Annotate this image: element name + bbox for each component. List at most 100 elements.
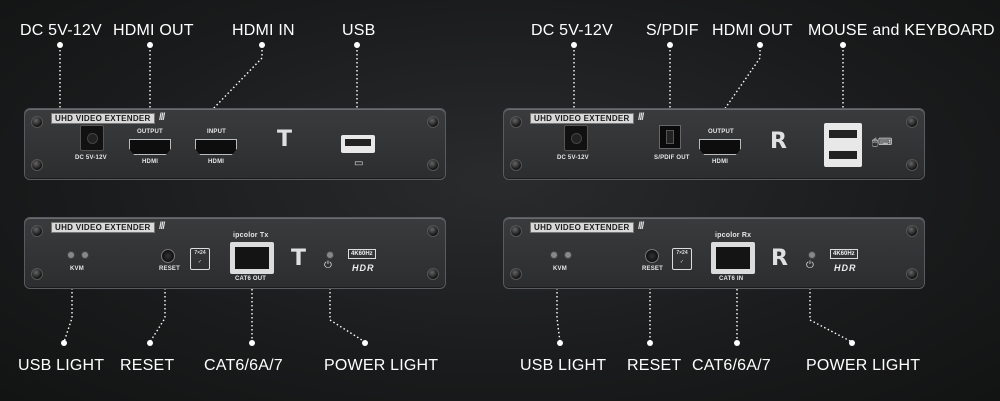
callout-hdmi-in: HDMI IN [232, 22, 295, 39]
usb-dual-port [824, 123, 862, 167]
kvm-led-1 [550, 251, 558, 259]
callout-cat: CAT6/6A/7 [692, 357, 771, 374]
reset-label: RESET [159, 266, 181, 272]
power-icon: ⏻ [806, 260, 814, 271]
kvm-led-2 [81, 251, 89, 259]
reset-button [161, 249, 175, 263]
leader-dot [259, 42, 265, 48]
leader-dot [362, 340, 368, 346]
hdmi-output-sublabel: HDMI [142, 159, 159, 165]
tx-back-panel: UHD VIDEO EXTENDER /// KVM RESET 7×24✓ i… [24, 217, 446, 289]
kvm-led-1 [67, 251, 75, 259]
rx-front-panel: UHD VIDEO EXTENDER /// DC 5V-12V S/PDIF … [503, 108, 925, 180]
model-label: ipcolor Tx [233, 232, 269, 239]
leader-dot [757, 42, 763, 48]
dc-power-jack [564, 125, 588, 151]
callout-power-light: POWER LIGHT [806, 357, 921, 374]
screw [906, 116, 918, 128]
callout-hdmi-out: HDMI OUT [113, 22, 194, 39]
screw [427, 116, 439, 128]
leader-dot [57, 42, 63, 48]
panel-brand-label: UHD VIDEO EXTENDER [51, 222, 155, 233]
screw [906, 225, 918, 237]
kvm-label: KVM [70, 266, 84, 272]
24-7-badge: 7×24✓ [672, 248, 692, 270]
spdif-optical-port [659, 125, 681, 149]
rj45-port [230, 242, 274, 274]
reset-label: RESET [642, 266, 664, 272]
screw [906, 268, 918, 280]
tx-front-panel: UHD VIDEO EXTENDER /// DC 5V-12V OUTPUT … [24, 108, 446, 180]
dc-power-jack [80, 125, 104, 151]
screw [510, 159, 522, 171]
4k60-badge: 4K60Hz [348, 249, 376, 259]
hdmi-output-port [129, 139, 171, 155]
dc-jack-label: DC 5V-12V [557, 155, 589, 161]
panel-brand-label: UHD VIDEO EXTENDER [530, 113, 634, 124]
24-7-badge: 7×24✓ [190, 248, 210, 270]
cat-port-label: CAT6 OUT [235, 276, 267, 282]
transmitter-letter: T [277, 127, 293, 152]
screw [510, 225, 522, 237]
kvm-label: KVM [553, 266, 567, 272]
screw [427, 159, 439, 171]
brand-slashes: /// [638, 112, 644, 123]
cat-port-label: CAT6 IN [719, 276, 744, 282]
callout-dc-power: DC 5V-12V [20, 22, 102, 39]
leader-dot [571, 42, 577, 48]
hdmi-output-label: OUTPUT [137, 129, 163, 135]
receiver-letter: R [770, 129, 787, 154]
screw [427, 268, 439, 280]
screw [31, 268, 43, 280]
screw [31, 116, 43, 128]
dc-jack-label: DC 5V-12V [75, 155, 107, 161]
callout-reset: RESET [627, 357, 682, 374]
power-led [326, 251, 334, 259]
hdr-logo: HDR [834, 263, 857, 273]
callout-reset: RESET [120, 357, 175, 374]
callout-cat: CAT6/6A/7 [204, 357, 283, 374]
brand-slashes: /// [159, 221, 165, 232]
leader-dot [647, 340, 653, 346]
screw [906, 159, 918, 171]
leader-dot [61, 340, 67, 346]
callout-usb: USB [342, 22, 376, 39]
power-led [808, 251, 816, 259]
transmitter-letter: T [291, 246, 307, 271]
leader-dot [147, 340, 153, 346]
mouse-keyboard-icon: 🖱⌨ [872, 137, 893, 148]
brand-slashes: /// [159, 112, 165, 123]
screw [31, 225, 43, 237]
spdif-label: S/PDIF OUT [654, 155, 690, 161]
hdmi-input-sublabel: HDMI [208, 159, 225, 165]
4k60-badge: 4K60Hz [830, 249, 858, 259]
usb-port [341, 135, 375, 153]
hdmi-input-label: INPUT [207, 129, 226, 135]
callout-mouse-keyboard: MOUSE and KEYBOARD [808, 22, 995, 39]
receiver-letter: R [771, 246, 788, 271]
screw [510, 116, 522, 128]
hdr-logo: HDR [352, 263, 375, 273]
panel-brand-label: UHD VIDEO EXTENDER [51, 113, 155, 124]
badge-text: 7×24 [194, 250, 206, 256]
callout-usb-light: USB LIGHT [520, 357, 607, 374]
model-label: ipcolor Rx [715, 232, 752, 239]
power-icon: ⏻ [324, 260, 332, 271]
monitor-keyboard-icon: ▭ [354, 158, 364, 169]
brand-slashes: /// [638, 221, 644, 232]
badge-text: 7×24 [676, 250, 688, 256]
screw [510, 268, 522, 280]
leader-dot [667, 42, 673, 48]
screw [427, 225, 439, 237]
panel-brand-label: UHD VIDEO EXTENDER [530, 222, 634, 233]
leader-dot [147, 42, 153, 48]
hdmi-input-port [195, 139, 237, 155]
callout-spdif: S/PDIF [646, 22, 699, 39]
callout-hdmi-out: HDMI OUT [712, 22, 793, 39]
callout-dc-power: DC 5V-12V [531, 22, 613, 39]
leader-dot [354, 42, 360, 48]
callout-usb-light: USB LIGHT [18, 357, 105, 374]
rj45-port [711, 242, 755, 274]
screw [31, 159, 43, 171]
callout-power-light: POWER LIGHT [324, 357, 439, 374]
